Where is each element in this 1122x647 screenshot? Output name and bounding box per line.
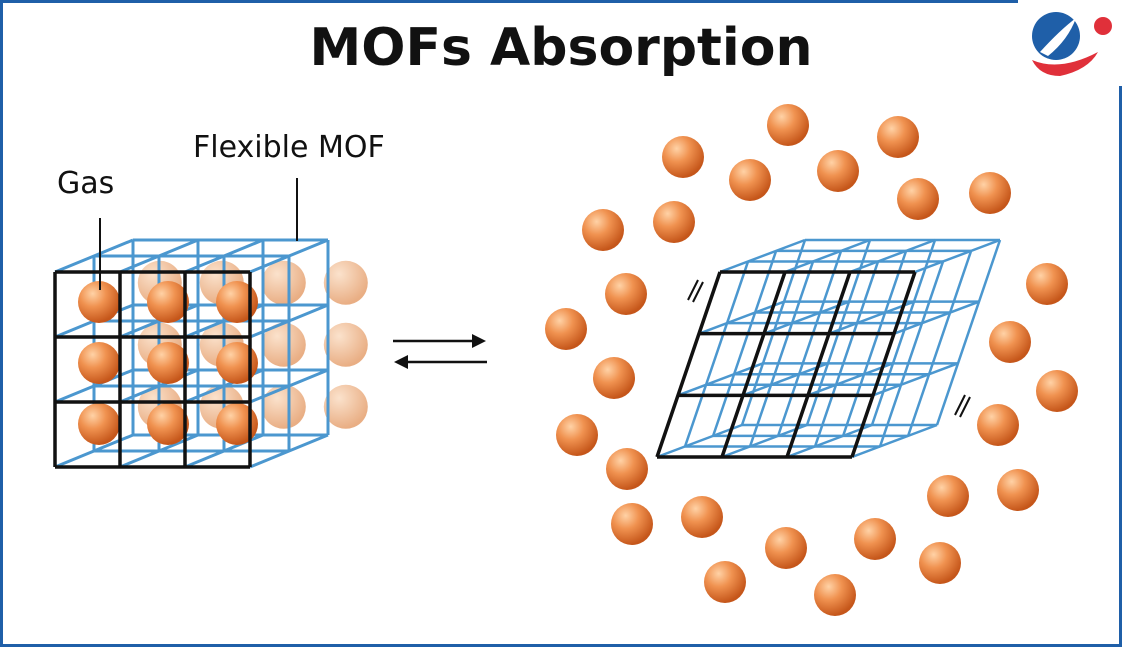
blue-grid-line	[711, 250, 778, 437]
blue-grid-line	[776, 250, 843, 437]
gas-molecule	[704, 561, 746, 603]
gas-molecule	[817, 150, 859, 192]
gas-molecule-back	[323, 260, 368, 305]
gas-molecule	[1026, 263, 1068, 305]
gas-molecule	[919, 542, 961, 584]
gas-molecule	[582, 209, 624, 251]
blue-grid-line	[784, 238, 871, 274]
gas-molecule	[611, 503, 653, 545]
gas-molecule-back	[261, 260, 306, 305]
blue-grid-line	[878, 261, 945, 447]
blue-grid-line	[786, 423, 873, 459]
gas-molecule	[969, 172, 1011, 214]
gas-molecule-back	[323, 322, 368, 367]
shear-marks	[687, 279, 971, 418]
gas-molecule	[556, 414, 598, 456]
gas-molecule	[605, 273, 647, 315]
gas-molecule	[147, 342, 189, 384]
blue-grid-line	[184, 238, 264, 274]
logo-icon	[1018, 0, 1122, 86]
blue-grid-line	[721, 423, 808, 459]
gas-molecule	[147, 281, 189, 323]
gas-molecule	[897, 178, 939, 220]
black-grid-line	[785, 271, 852, 458]
blue-grid-line	[914, 238, 1001, 274]
blue-grid-line	[906, 250, 973, 437]
blue-grid-line	[683, 261, 750, 447]
gas-molecule	[216, 403, 258, 445]
blue-grid-line	[249, 433, 329, 469]
blue-grid-line	[249, 303, 329, 339]
blue-grid-line	[828, 300, 915, 335]
equilibrium-arrows-icon	[393, 334, 487, 369]
blue-grid-line	[849, 238, 936, 274]
blue-grid-line	[719, 238, 806, 274]
gas-molecule-back	[261, 384, 306, 429]
black-grid-line	[655, 271, 722, 458]
gas-molecule	[765, 527, 807, 569]
blue-grid-line	[656, 423, 743, 459]
gas-molecule	[814, 574, 856, 616]
black-grid-line	[850, 271, 917, 458]
gas-molecule	[606, 448, 648, 490]
black-grid-line	[720, 271, 787, 458]
free-gas-molecules	[545, 104, 1078, 616]
gas-molecule	[977, 404, 1019, 446]
gas-molecule	[653, 201, 695, 243]
gas-molecule	[989, 321, 1031, 363]
gas-molecule	[877, 116, 919, 158]
gas-molecule	[216, 281, 258, 323]
gas-molecule	[545, 308, 587, 350]
blue-grid-line	[870, 239, 937, 426]
gas-molecule	[78, 342, 120, 384]
gas-molecule	[854, 518, 896, 560]
blue-grid-line	[249, 368, 329, 404]
blue-grid-line	[119, 238, 199, 274]
flexible-mof-label: Flexible MOF	[193, 130, 385, 165]
gas-molecule	[662, 136, 704, 178]
blue-grid-line	[935, 239, 1002, 426]
gas-label: Gas	[57, 166, 115, 201]
gas-molecule	[729, 159, 771, 201]
gas-molecule-back	[323, 384, 368, 429]
blue-grid-line	[872, 362, 959, 397]
blue-grid-line	[813, 261, 880, 447]
blue-grid-line	[893, 300, 980, 335]
diagram-title: MOFs Absorption	[309, 18, 813, 78]
blue-grid-line	[742, 362, 829, 397]
blue-grid-line	[677, 362, 764, 397]
gas-molecule	[78, 403, 120, 445]
gas-molecule	[593, 357, 635, 399]
gas-molecule	[927, 475, 969, 517]
gas-molecule	[997, 469, 1039, 511]
gas-molecule	[1036, 370, 1078, 412]
flexed-mof-framework	[655, 238, 1002, 459]
gas-molecule	[216, 342, 258, 384]
blue-grid-line	[54, 238, 134, 274]
gas-molecule	[147, 403, 189, 445]
gas-molecule	[78, 281, 120, 323]
gas-molecule	[681, 496, 723, 538]
blue-grid-line	[763, 300, 850, 335]
blue-grid-line	[841, 250, 908, 437]
gas-molecule	[767, 104, 809, 146]
blue-grid-line	[698, 300, 785, 335]
blue-grid-line	[748, 261, 815, 447]
gas-molecule-back	[261, 322, 306, 367]
rigid-mof-cube	[53, 238, 368, 469]
blue-grid-line	[851, 423, 938, 459]
blue-grid-line	[249, 238, 329, 274]
blue-grid-line	[807, 362, 894, 397]
